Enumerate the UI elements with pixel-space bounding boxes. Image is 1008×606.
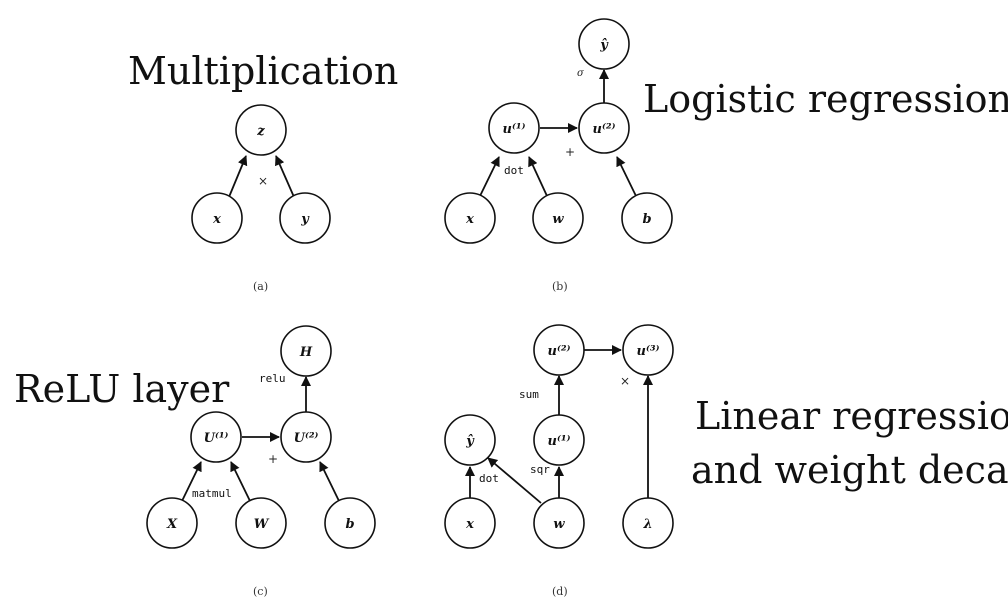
op-c-matmul: matmul — [192, 487, 232, 500]
title-logistic-regression: Logistic regression — [643, 77, 1008, 121]
edge-b-w-u1 — [528, 156, 548, 197]
svg-text:x: x — [465, 212, 474, 227]
title-relu-layer: ReLU layer — [14, 367, 230, 411]
svg-text:u⁽²⁾: u⁽²⁾ — [548, 344, 571, 359]
node-b-u1: u⁽¹⁾ — [488, 102, 540, 154]
node-d-u1: u⁽¹⁾ — [533, 414, 585, 466]
node-d-lambda: λ — [622, 497, 674, 549]
op-d-multiply: × — [620, 374, 630, 388]
title-linear-regression-line2: and weight decay — [691, 448, 1008, 492]
svg-text:λ: λ — [642, 517, 652, 532]
svg-text:z: z — [256, 124, 265, 139]
node-d-u3: u⁽³⁾ — [622, 324, 674, 376]
edge-a-x-z — [228, 155, 248, 198]
node-a-z: z — [235, 104, 287, 156]
node-d-x: x — [444, 497, 496, 549]
op-c-plus: + — [268, 452, 278, 466]
title-linear-regression-line1: Linear regression — [695, 394, 1008, 438]
node-b-yhat: ŷ — [578, 18, 630, 70]
node-c-X: X — [146, 497, 198, 549]
svg-text:U⁽¹⁾: U⁽¹⁾ — [204, 431, 229, 446]
edge-d-w-yhat — [487, 457, 542, 504]
op-d-dot: dot — [479, 472, 499, 485]
node-a-x: x — [191, 192, 243, 244]
svg-text:b: b — [345, 517, 354, 532]
svg-text:W: W — [254, 517, 270, 532]
node-a-y: y — [279, 192, 331, 244]
svg-text:U⁽²⁾: U⁽²⁾ — [294, 431, 319, 446]
op-b-sigma: σ — [577, 68, 585, 79]
svg-text:u⁽¹⁾: u⁽¹⁾ — [548, 434, 571, 449]
svg-text:b: b — [642, 212, 651, 227]
node-d-u2: u⁽²⁾ — [533, 324, 585, 376]
svg-text:w: w — [553, 517, 565, 532]
subfigure-label-c: (c) — [253, 585, 268, 598]
op-b-dot: dot — [504, 164, 524, 177]
svg-text:H: H — [299, 345, 313, 360]
edge-c-W-U1 — [230, 461, 251, 502]
edge-c-X-U1 — [181, 461, 202, 502]
node-b-b: b — [621, 192, 673, 244]
svg-text:x: x — [465, 517, 474, 532]
node-d-w: w — [533, 497, 585, 549]
svg-text:y: y — [300, 212, 310, 227]
op-d-sqr: sqr — [530, 463, 550, 476]
svg-text:u⁽³⁾: u⁽³⁾ — [637, 344, 660, 359]
svg-text:u⁽²⁾: u⁽²⁾ — [593, 122, 616, 137]
svg-text:ŷ: ŷ — [599, 38, 609, 53]
op-a-multiply: × — [258, 174, 268, 188]
node-c-H: H — [280, 325, 332, 377]
node-b-x: x — [444, 192, 496, 244]
subfigure-label-d: (d) — [552, 585, 568, 598]
subfigure-label-a: (a) — [253, 280, 269, 293]
node-c-U2: U⁽²⁾ — [280, 411, 332, 463]
node-c-b: b — [324, 497, 376, 549]
node-c-W: W — [235, 497, 287, 549]
edge-b-x-u1 — [479, 156, 500, 197]
svg-text:ŷ: ŷ — [465, 434, 475, 449]
edge-c-b-U2 — [319, 461, 340, 502]
edge-a-y-z — [275, 155, 295, 198]
title-multiplication: Multiplication — [128, 49, 399, 93]
svg-text:u⁽¹⁾: u⁽¹⁾ — [503, 122, 526, 137]
svg-text:w: w — [552, 212, 564, 227]
op-c-relu: relu — [259, 372, 286, 385]
node-b-u2: u⁽²⁾ — [578, 102, 630, 154]
node-b-w: w — [532, 192, 584, 244]
svg-text:x: x — [212, 212, 221, 227]
node-c-U1: U⁽¹⁾ — [190, 411, 242, 463]
op-b-plus: + — [565, 145, 575, 159]
op-d-sum: sum — [519, 388, 539, 401]
subfigure-label-b: (b) — [552, 280, 568, 293]
svg-text:X: X — [166, 517, 178, 532]
node-d-yhat: ŷ — [444, 414, 496, 466]
edge-b-b-u2 — [616, 156, 637, 197]
